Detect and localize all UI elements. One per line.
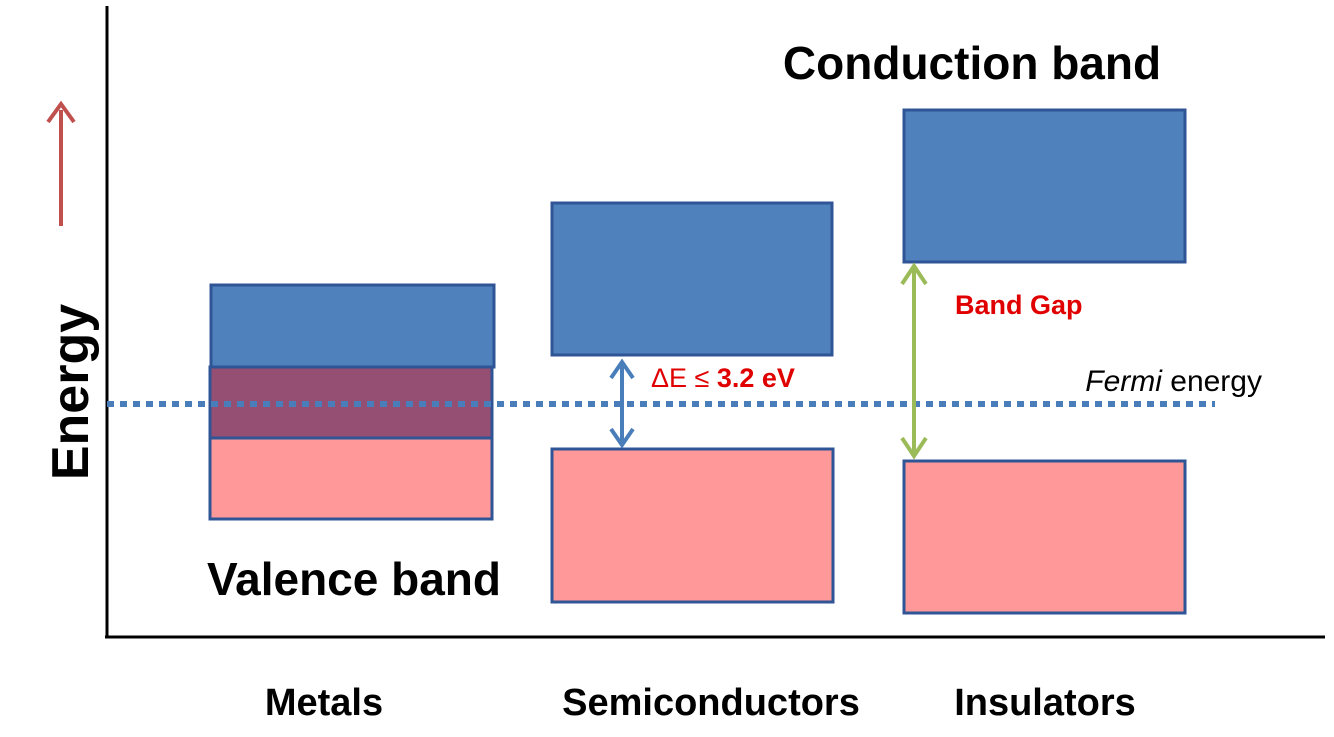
band-gap-label: Band Gap [955, 290, 1083, 320]
fermi-energy-label: Fermi energy [1085, 365, 1262, 398]
gap-annotation-value: 3.2 eV [717, 363, 795, 393]
y-axis-label: Energy [42, 304, 100, 480]
semiconductor-gap-arrow [609, 358, 635, 449]
gap-annotation-prefix: ΔE ≤ [651, 363, 717, 393]
x-label-metals: Metals [265, 682, 383, 724]
insulator-gap-arrow [900, 262, 928, 460]
energy-arrow [46, 100, 76, 226]
metals-valence-band [208, 436, 494, 521]
x-label-semiconductors: Semiconductors [562, 682, 860, 724]
valence-band-label: Valence band [207, 553, 501, 605]
fermi-label-italic: Fermi [1085, 365, 1163, 398]
insulator-valence-band [902, 459, 1187, 615]
gap-annotation: ΔE ≤ 3.2 eV [651, 363, 795, 393]
metals-conduction-band [209, 283, 496, 369]
x-label-insulators: Insulators [954, 682, 1136, 724]
semiconductor-valence-band [550, 447, 835, 604]
semiconductor-conduction-band [550, 201, 834, 357]
insulator-conduction-band [902, 108, 1187, 264]
conduction-band-label: Conduction band [783, 37, 1161, 89]
fermi-label-rest: energy [1162, 365, 1262, 398]
